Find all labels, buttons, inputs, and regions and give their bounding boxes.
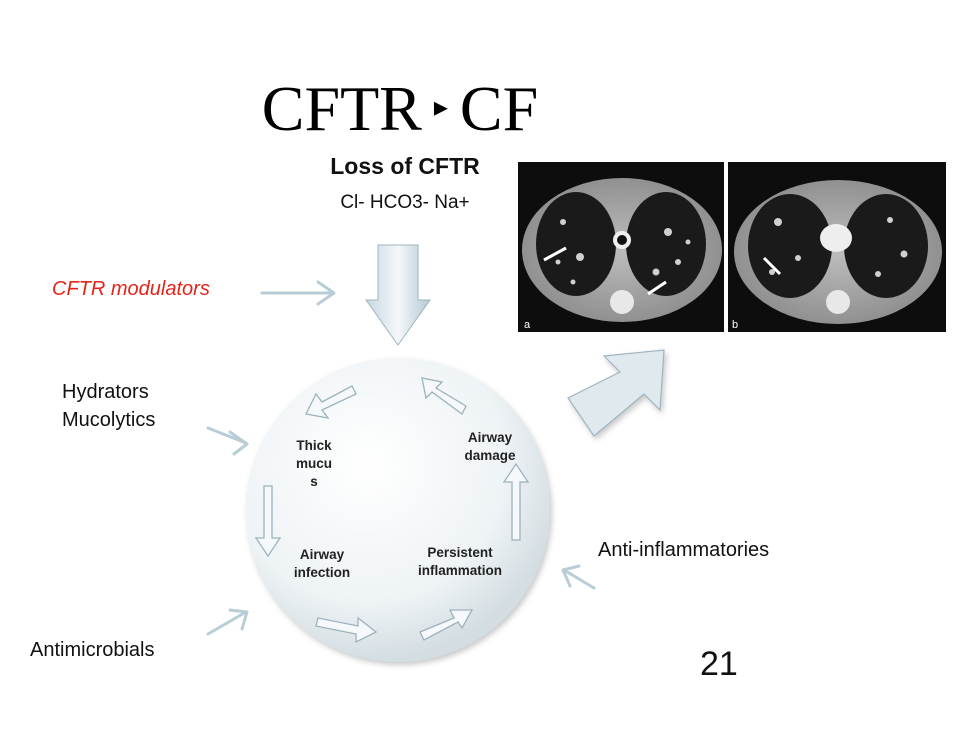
title-cf: CF [459,73,539,144]
antimicrobials-arrow-icon [206,608,249,636]
page-number: 21 [700,645,738,683]
title-cftr: CFTR [261,73,422,144]
thick-mucus-label: Thick mucu s [284,437,344,491]
cycle-arrow-right-icon [502,462,530,541]
ct-panel-b-label: b [732,319,738,331]
thick-mucus-line1: Thick [296,438,332,453]
hydrators-label: Hydrators Mucolytics [62,378,155,434]
ct-scan-images: a b [518,162,946,332]
anti-inflammatories-arrow-icon [561,564,596,590]
airway-damage-line2: damage [464,448,516,463]
thick-mucus-line2: mucu [295,456,332,471]
ct-scan-graphic: a b [518,162,946,332]
ct-panel-a-label: a [524,319,531,331]
persistent-inflammation-line1: Persistent [427,545,493,560]
cycle-arrow-left-icon [254,485,282,558]
hydrators-line: Hydrators [62,381,149,403]
ion-list: Cl- HCO3- Na+ [340,192,470,213]
cftr-modulators-label: CFTR modulators [52,278,210,300]
ct-panel-b [734,180,942,324]
modulators-arrow-icon [260,280,336,306]
cycle-arrow-top-left-icon [305,385,357,419]
antimicrobials-label: Antimicrobials [30,639,155,661]
loss-of-cftr-heading: Loss of CFTR [330,153,480,179]
anti-inflammatories-label: Anti-inflammatories [598,539,770,561]
cycle-arrow-bottom-right-icon [419,609,474,641]
ct-panel-a [522,178,722,322]
persistent-inflammation-line2: inflammation [417,563,502,578]
cycle-circle [246,358,550,662]
slide-title: CFTR ▸ CF [0,72,800,146]
airway-infection-label: Airway infection [282,546,362,582]
thick-mucus-line3: s [310,474,318,489]
airway-damage-label: Airway damage [450,429,530,465]
mucolytics-line: Mucolytics [62,409,156,431]
persistent-inflammation-label: Persistent inflammation [404,544,516,580]
cycle-arrow-bottom-left-icon [315,616,378,644]
title-arrow: ▸ [433,92,448,124]
airway-infection-line1: Airway [299,547,345,562]
hydrators-arrow-icon [206,426,249,456]
cycle-arrow-top-right-icon [421,377,467,415]
airway-damage-line1: Airway [467,430,513,445]
airway-infection-line2: infection [293,565,351,580]
progression-arrow-icon [567,349,665,437]
down-arrow-icon [365,244,431,346]
